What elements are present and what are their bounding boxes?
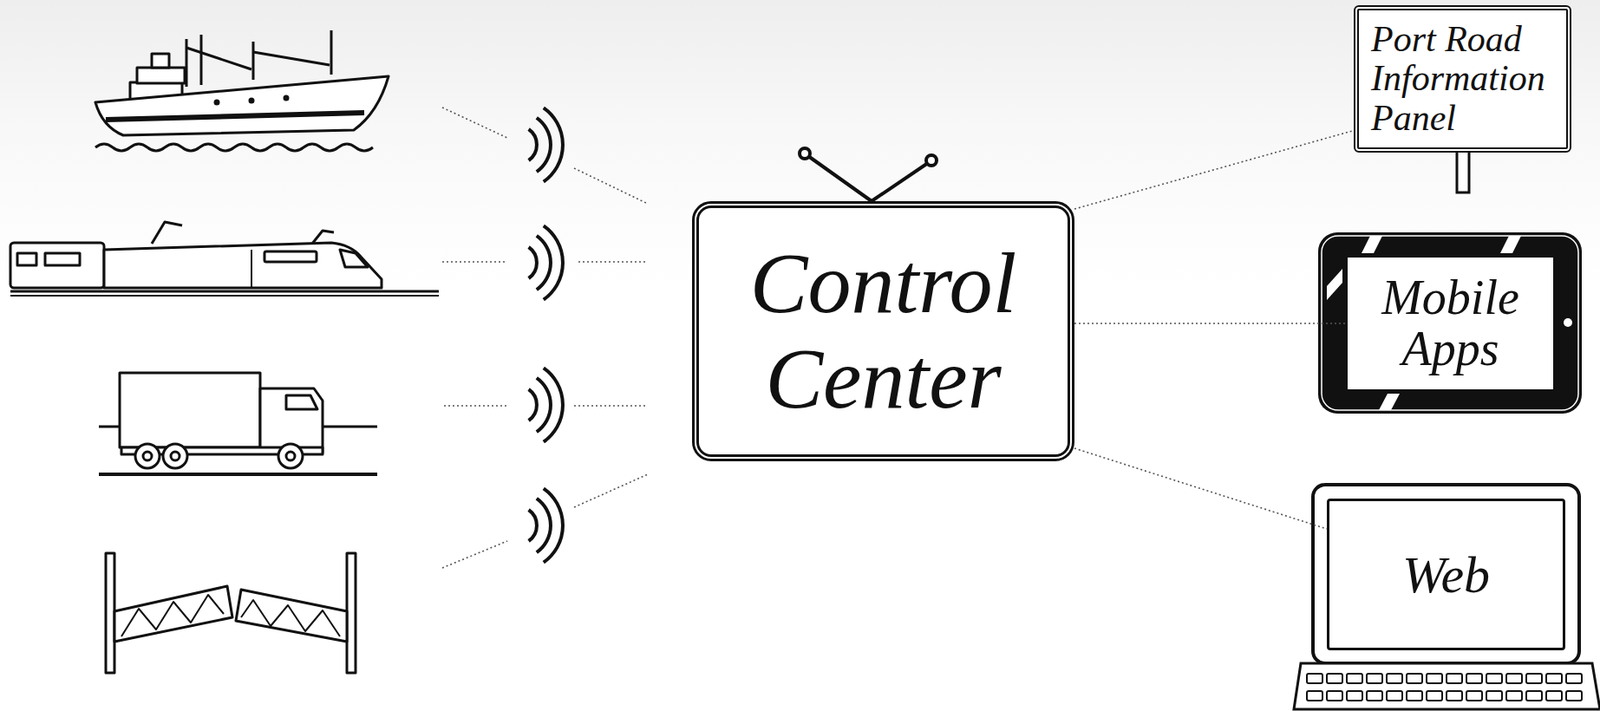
connector-line [1074, 448, 1327, 529]
info-panel-sign: Port Road Information Panel [1353, 5, 1572, 153]
dotted-connector [1074, 323, 1346, 325]
node-label: Port Road Information Panel [1371, 19, 1555, 138]
ship-illustration [95, 30, 389, 151]
node-label: Control Center [724, 235, 1042, 427]
node-label: Web [1402, 546, 1490, 604]
sign-pole [1456, 150, 1470, 193]
tablet-frame [1318, 232, 1582, 414]
signal-icon [528, 107, 563, 182]
signal-icon [528, 488, 563, 562]
barrier-illustration [105, 553, 356, 673]
laptop-frame [1293, 484, 1600, 710]
dotted-connector [1074, 448, 1327, 529]
laptop-screen: Web [1326, 498, 1566, 651]
dotted-connector [1074, 130, 1354, 210]
signal-icon [528, 367, 563, 442]
antenna [799, 148, 937, 202]
connector-line [1074, 130, 1354, 210]
tablet-screen: Mobile Apps [1345, 254, 1556, 392]
connector-line [1074, 322, 1346, 325]
leader-lines [442, 107, 648, 569]
control-center-box: Control Center [692, 201, 1075, 462]
node-label: Mobile Apps [1364, 272, 1536, 375]
truck-illustration [98, 372, 378, 475]
train-illustration [10, 222, 439, 296]
signal-icon [528, 225, 563, 300]
